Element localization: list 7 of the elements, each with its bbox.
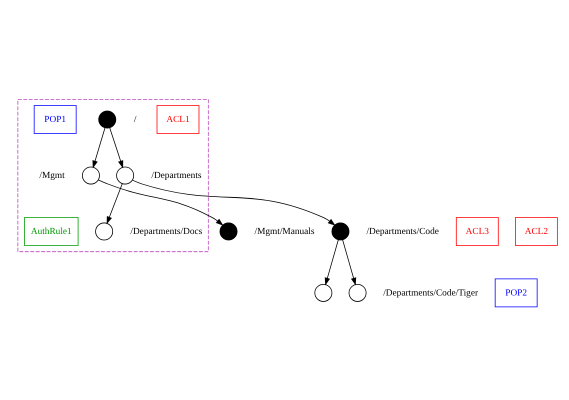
node-label: /Departments (151, 170, 202, 181)
node-label: /Departments/Code (366, 226, 439, 237)
node-label: / (134, 114, 137, 125)
node-label: /Departments/Docs (130, 226, 202, 237)
node-label: /Departments/Code/Tiger (383, 288, 478, 298)
node-label: /Mgmt/Manuals (254, 226, 315, 237)
node-label: /Mgmt (39, 170, 65, 181)
